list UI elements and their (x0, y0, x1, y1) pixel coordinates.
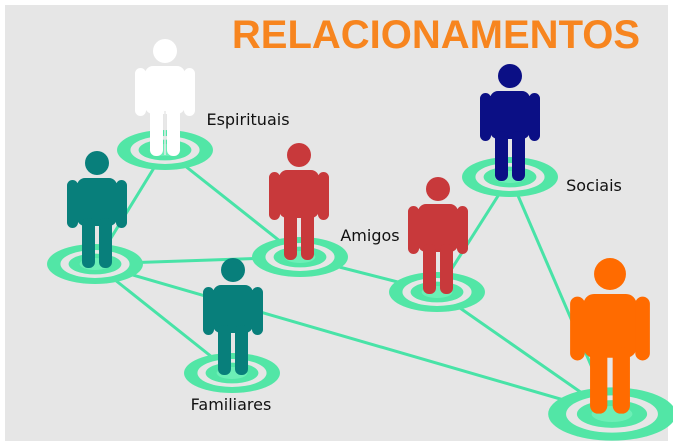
link-familia-esquerda-voce (94, 262, 613, 416)
ring-amigo-1 (252, 237, 348, 277)
people-layer (67, 39, 650, 414)
person-icon-familiares (203, 258, 263, 375)
ring-amigo-2 (389, 272, 485, 312)
ring-familiares (184, 353, 280, 393)
person-icon-amigo-1 (269, 143, 329, 260)
person-icon-espirituais (135, 39, 195, 156)
ring-sociais (462, 157, 558, 197)
label-amigos: Amigos (340, 226, 399, 245)
person-icon-voce (570, 258, 650, 414)
diagram-background (5, 5, 668, 441)
ring-voce (548, 387, 673, 441)
diagram-title: RELACIONAMENTOS (232, 13, 640, 57)
link-familia-esquerda-familiares (94, 262, 233, 375)
label-familiares: Familiares (191, 395, 272, 414)
link-espirituais-amigo-1 (164, 148, 301, 259)
person-icon-familia-esquerda (67, 151, 127, 268)
person-icon-amigo-2 (408, 177, 468, 294)
label-sociais: Sociais (566, 176, 622, 195)
person-icon-sociais (480, 64, 540, 181)
label-espirituais: Espirituais (206, 110, 289, 129)
